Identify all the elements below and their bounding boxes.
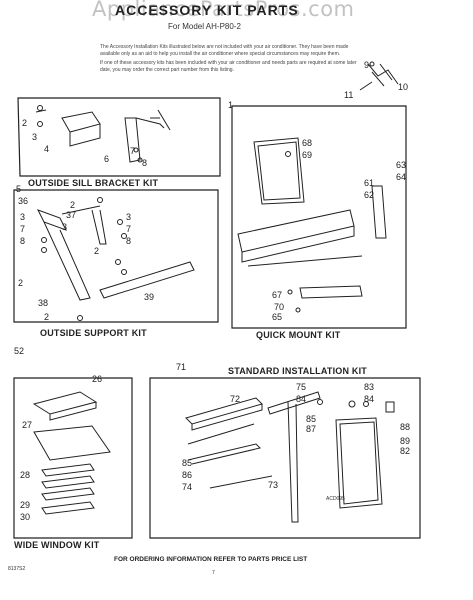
callout-69: 69	[302, 150, 313, 160]
callout-72: 72	[230, 394, 241, 404]
callout-28: 28	[20, 470, 31, 480]
callout-70: 70	[274, 302, 285, 312]
callout-63: 63	[396, 160, 407, 170]
callout-36: 36	[18, 196, 29, 206]
callout-3: 3	[32, 132, 38, 142]
callout-85b: 85	[182, 458, 193, 468]
section-outside-sill-bracket-kit: OUTSIDE SILL BRACKET KIT	[28, 178, 159, 188]
page-subtitle: For Model AH-P80-2	[168, 22, 241, 31]
callout-8: 8	[142, 158, 148, 168]
callout-11: 11	[344, 90, 354, 100]
wide-window-parts	[32, 391, 111, 515]
callout-62: 62	[364, 190, 375, 200]
callout-5: 5	[16, 184, 22, 194]
wide-window-frame	[13, 377, 133, 539]
callout-27: 27	[22, 420, 33, 430]
section-standard-installation-kit: STANDARD INSTALLATION KIT	[228, 366, 367, 376]
intro-paragraph-2: If one of these accessory kits has been …	[100, 60, 357, 73]
callout-2e: 2	[44, 312, 50, 322]
callout-52: 52	[14, 346, 25, 356]
callout-84: 84	[296, 394, 307, 404]
section-outside-support-kit: OUTSIDE SUPPORT KIT	[40, 328, 147, 338]
callout-73: 73	[268, 480, 279, 490]
callout-3b: 3	[20, 212, 26, 222]
callout-4: 4	[44, 144, 50, 154]
document-code: 8137S2	[8, 566, 26, 572]
callout-7c: 7	[126, 224, 132, 234]
callout-89: 89	[400, 436, 411, 446]
callout-86: 86	[182, 470, 193, 480]
callout-29: 29	[20, 500, 31, 510]
ordering-info-footer: FOR ORDERING INFORMATION REFER TO PARTS …	[114, 556, 308, 563]
callout-74: 74	[182, 482, 193, 492]
callout-2d: 2	[18, 278, 24, 288]
callout-75: 75	[296, 382, 307, 392]
callout-71: 71	[176, 362, 187, 372]
sill-bracket-parts	[35, 105, 171, 163]
standard-kit-frame	[149, 377, 421, 539]
support-kit-frame	[13, 189, 219, 323]
callout-65: 65	[272, 312, 283, 322]
callout-3d: 3	[126, 212, 132, 222]
section-quick-mount-kit: QUICK MOUNT KIT	[256, 330, 341, 340]
page-number: 7	[212, 570, 215, 576]
callout-38: 38	[38, 298, 49, 308]
callout-82: 82	[400, 446, 411, 456]
callout-26: 26	[92, 374, 103, 384]
callout-2: 2	[22, 118, 28, 128]
callout-37: 37	[66, 210, 77, 220]
support-kit-parts	[36, 197, 195, 321]
callout-87: 87	[306, 424, 317, 434]
watermark: AppliancePartsPros.com	[92, 0, 355, 21]
standard-kit-parts	[185, 391, 395, 523]
callout-88: 88	[400, 422, 411, 432]
callout-2b: 2	[70, 200, 76, 210]
callout-8b: 8	[20, 236, 26, 246]
callout-61: 61	[364, 178, 375, 188]
intro-paragraph-1: The Accessory Installation Kits illustra…	[100, 44, 349, 57]
callout-8c: 8	[126, 236, 132, 246]
callout-67: 67	[272, 290, 283, 300]
callout-84b: 84	[364, 394, 375, 404]
callout-9: 9	[364, 60, 370, 70]
sill-kit-frame	[17, 97, 221, 177]
callout-1: 1	[228, 100, 234, 110]
callout-2c: 2	[94, 246, 100, 256]
callout-85: 85	[306, 414, 317, 424]
callout-6: 6	[104, 154, 110, 164]
callout-68: 68	[302, 138, 313, 148]
art-code: ACD095	[326, 496, 345, 502]
quick-mount-parts	[237, 137, 387, 313]
section-wide-window-kit: WIDE WINDOW KIT	[14, 540, 100, 550]
clip-parts	[359, 61, 399, 91]
callout-64: 64	[396, 172, 407, 182]
intro-text: The Accessory Installation Kits illustra…	[100, 44, 362, 76]
callout-39: 39	[144, 292, 155, 302]
page-title: ACCESSORY KIT PARTS	[115, 2, 299, 18]
callout-30: 30	[20, 512, 31, 522]
callout-7: 7	[130, 146, 136, 156]
quick-mount-frame	[231, 105, 407, 329]
callout-3c: 3	[62, 222, 68, 232]
callout-83: 83	[364, 382, 375, 392]
callout-10: 10	[398, 82, 409, 92]
callout-7b: 7	[20, 224, 26, 234]
